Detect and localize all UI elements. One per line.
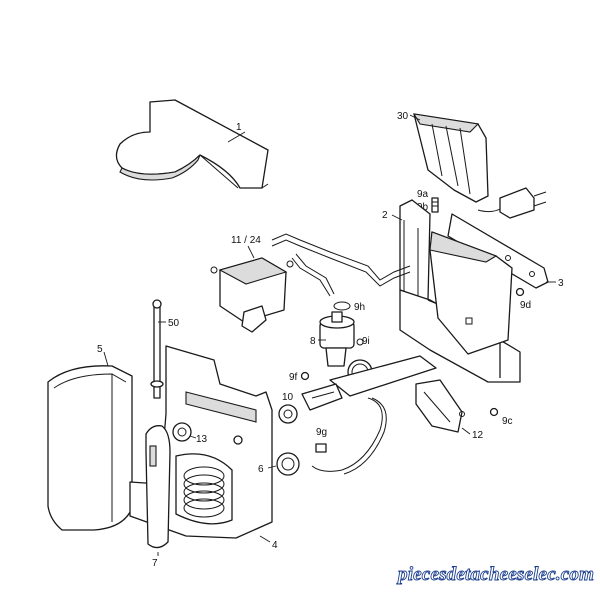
callout-12: 12 bbox=[472, 430, 484, 441]
part-30-hopper bbox=[412, 113, 489, 203]
clip-9g bbox=[315, 443, 327, 453]
callout-1: 1 bbox=[236, 122, 242, 133]
leader-5 bbox=[103, 351, 109, 367]
brew-box bbox=[429, 231, 513, 355]
part-13-knob bbox=[172, 422, 192, 442]
part-10-valve bbox=[278, 404, 298, 424]
part-7-handle bbox=[145, 425, 171, 549]
part-11-24-module bbox=[210, 257, 294, 333]
part-3-rail bbox=[447, 213, 549, 289]
heating-coil bbox=[183, 466, 225, 518]
screw-9d bbox=[515, 287, 525, 297]
callout-2: 2 bbox=[382, 210, 388, 221]
part-12-bracket bbox=[415, 379, 465, 433]
oring-9h bbox=[333, 301, 351, 311]
callout-6: 6 bbox=[258, 464, 264, 475]
callout-5: 5 bbox=[97, 344, 103, 355]
leader-4 bbox=[259, 535, 271, 543]
wiring-harness bbox=[271, 233, 411, 297]
callout-9a: 9a bbox=[417, 189, 429, 200]
callout-50: 50 bbox=[168, 318, 180, 329]
callout-9c: 9c bbox=[502, 416, 513, 427]
watermark-text: piecesdetacheeselec.com bbox=[396, 564, 594, 585]
callout-4: 4 bbox=[272, 540, 278, 551]
gear-assembly bbox=[301, 355, 437, 411]
callout-8: 8 bbox=[310, 336, 316, 347]
part-50-rod bbox=[150, 299, 164, 399]
part-8-pump bbox=[319, 311, 355, 367]
callout-9b: 9b bbox=[417, 202, 429, 213]
housing-screw bbox=[233, 435, 243, 445]
leader-2 bbox=[391, 214, 403, 221]
leader-11-24 bbox=[247, 245, 255, 259]
callout-9g: 9g bbox=[316, 427, 327, 438]
callout-13: 13 bbox=[196, 434, 208, 445]
callout-30: 30 bbox=[397, 111, 409, 122]
oring-9i bbox=[356, 338, 364, 346]
part-6-thermostat bbox=[276, 452, 300, 476]
callout-9f: 9f bbox=[289, 372, 298, 383]
leader-30 bbox=[409, 114, 421, 121]
screw-9c bbox=[489, 407, 499, 417]
screw-9f bbox=[300, 371, 310, 381]
leader-6 bbox=[267, 465, 277, 469]
water-tube bbox=[311, 397, 383, 472]
callout-3: 3 bbox=[558, 278, 564, 289]
power-plug bbox=[477, 187, 547, 219]
callout-7: 7 bbox=[152, 558, 158, 569]
part-1-lid bbox=[115, 99, 269, 189]
leader-13 bbox=[189, 435, 197, 439]
leader-1 bbox=[227, 131, 246, 143]
callout-11-24: 11 / 24 bbox=[231, 235, 261, 246]
callout-9d: 9d bbox=[520, 300, 531, 311]
screw-9a-9b bbox=[431, 197, 439, 213]
leader-12 bbox=[461, 427, 471, 435]
part-5-water-tank bbox=[47, 365, 133, 531]
callout-10: 10 bbox=[282, 392, 294, 403]
callout-9h: 9h bbox=[354, 302, 365, 313]
callout-9i: 9i bbox=[362, 336, 370, 347]
